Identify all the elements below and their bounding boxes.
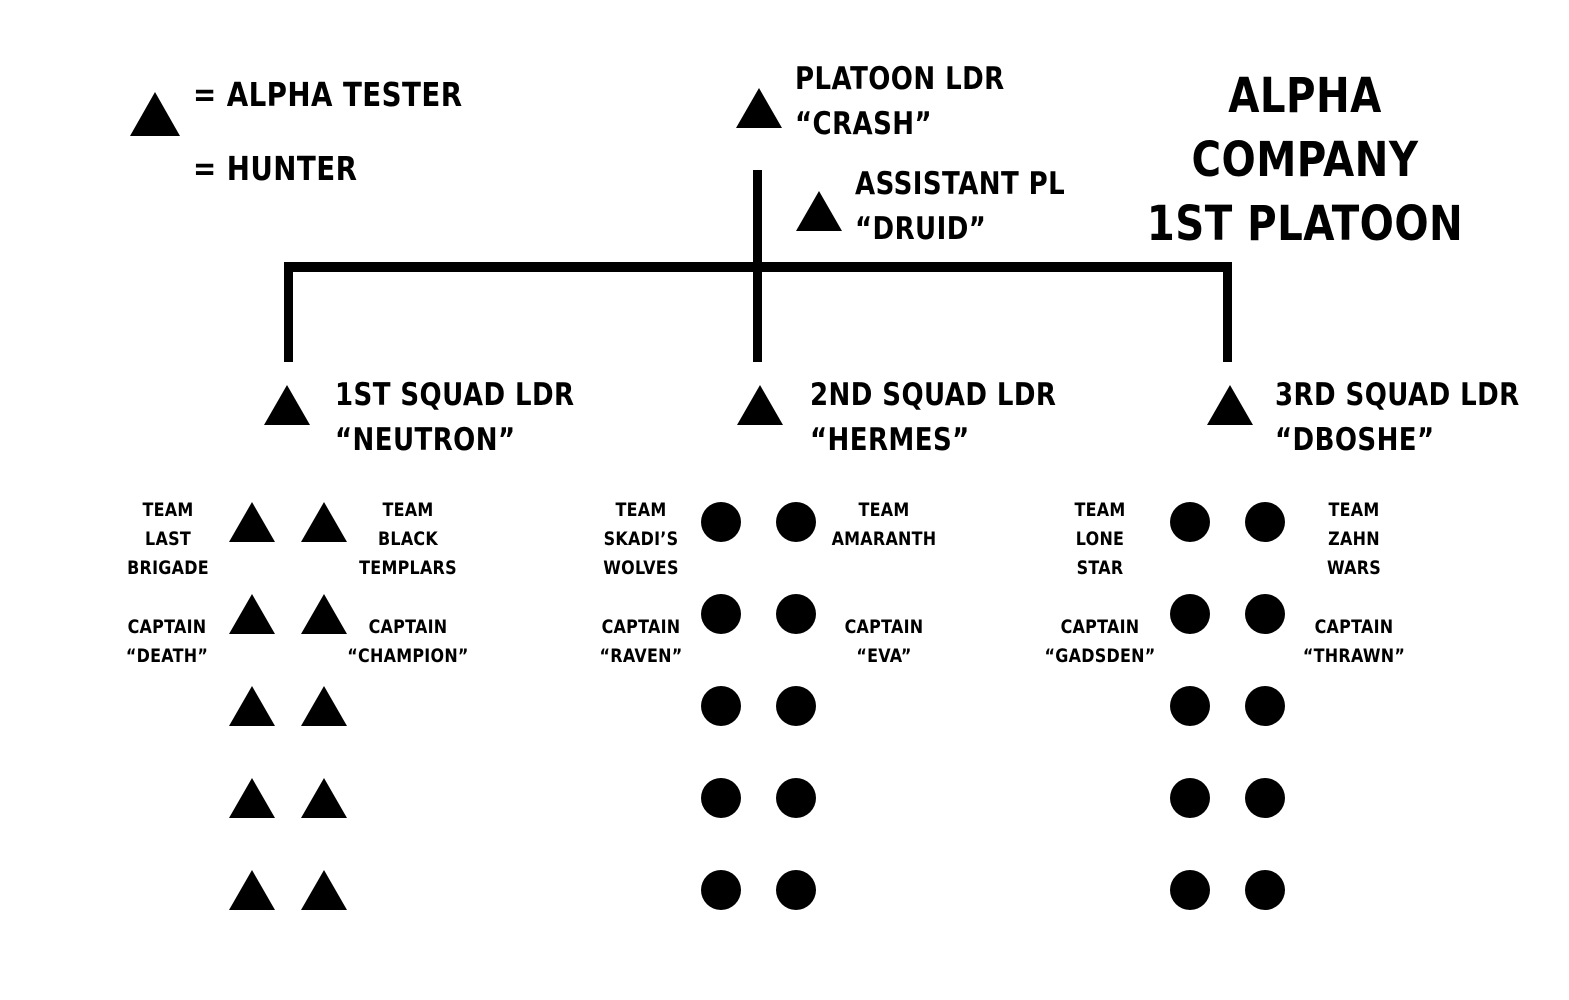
legend-label-hunter: = HUNTER	[193, 149, 358, 188]
hunter-icon	[701, 870, 741, 910]
page-title-line2: 1ST PLATOON	[1146, 196, 1464, 252]
member-row	[1170, 778, 1285, 818]
squad-1-team-right-label: TEAM BLACK TEMPLARS	[359, 499, 457, 579]
alpha-tester-icon	[796, 191, 842, 235]
alpha-tester-icon	[229, 594, 275, 634]
member-row	[701, 686, 816, 726]
alpha-tester-icon	[736, 88, 782, 132]
member-row	[1170, 870, 1285, 910]
platoon-leader-role: PLATOON LDR	[795, 61, 1005, 97]
member-row	[701, 594, 816, 634]
hunter-icon	[1245, 594, 1285, 634]
member-row	[1170, 686, 1285, 726]
member-row	[701, 502, 816, 542]
alpha-tester-icon	[301, 870, 347, 910]
alpha-tester-icon	[229, 502, 275, 542]
member-row	[229, 870, 347, 910]
connector-vertical-right	[1223, 262, 1232, 362]
squad-1-members	[229, 502, 347, 910]
squad-1-captain-left-label: CAPTAIN “DEATH”	[125, 616, 209, 667]
squad-3-captain-left-label: CAPTAIN “GADSDEN”	[1044, 616, 1156, 667]
squad-1-leader-node: 1ST SQUAD LDR “NEUTRON”	[335, 373, 574, 463]
page-title-line1: ALPHA COMPANY	[1191, 68, 1419, 188]
alpha-tester-icon	[229, 870, 275, 910]
squad-3-leader-node: 3RD SQUAD LDR “DBOSHE”	[1275, 373, 1520, 463]
hunter-icon	[1170, 778, 1210, 818]
connector-vertical-left	[284, 262, 293, 362]
hunter-icon	[776, 594, 816, 634]
hunter-icon	[776, 870, 816, 910]
platoon-leader-node: PLATOON LDR “CRASH”	[795, 57, 1005, 147]
squad-1-captain-right-label: CAPTAIN “CHAMPION”	[347, 616, 469, 667]
hunter-icon	[1170, 870, 1210, 910]
assistant-pl-callsign: “DRUID”	[855, 211, 987, 247]
squad-2-leader-callsign: “HERMES”	[810, 422, 970, 458]
alpha-tester-icon	[229, 778, 275, 818]
squad-2-leader-role: 2ND SQUAD LDR	[810, 377, 1057, 413]
alpha-tester-icon	[301, 778, 347, 818]
squad-2-team-right-label: TEAM AMARANTH	[831, 499, 937, 550]
alpha-tester-icon	[1207, 385, 1253, 429]
squad-2-captain-left-label: CAPTAIN “RAVEN”	[599, 616, 683, 667]
page-title: ALPHA COMPANY 1ST PLATOON	[1137, 64, 1473, 256]
hunter-icon	[1170, 686, 1210, 726]
member-row	[1170, 594, 1285, 634]
squad-3-leader-callsign: “DBOSHE”	[1275, 422, 1435, 458]
hunter-icon	[701, 778, 741, 818]
squad-2-leader-node: 2ND SQUAD LDR “HERMES”	[810, 373, 1056, 463]
hunter-icon	[701, 686, 741, 726]
squad-1-leader-role: 1ST SQUAD LDR	[335, 377, 575, 413]
legend-label-alpha-tester: = ALPHA TESTER	[193, 75, 463, 114]
hunter-icon	[1245, 686, 1285, 726]
connector-horizontal	[284, 262, 1232, 272]
hunter-icon	[1170, 502, 1210, 542]
squad-3-team-right-label: TEAM ZAHN WARS	[1326, 499, 1382, 579]
squad-3-team-left-label: TEAM LONE STAR	[1074, 499, 1126, 579]
hunter-icon	[701, 502, 741, 542]
member-row	[701, 778, 816, 818]
squad-1-team-left-label: TEAM LAST BRIGADE	[127, 499, 209, 579]
hunter-icon	[1245, 778, 1285, 818]
alpha-tester-icon	[737, 385, 783, 429]
alpha-tester-icon	[301, 502, 347, 542]
assistant-pl-node: ASSISTANT PL “DRUID”	[855, 162, 1065, 252]
alpha-tester-icon	[229, 686, 275, 726]
member-row	[229, 502, 347, 542]
hunter-icon	[1245, 870, 1285, 910]
hunter-icon	[776, 778, 816, 818]
squad-2-team-left-label: TEAM SKADI’S WOLVES	[603, 499, 679, 579]
assistant-pl-role: ASSISTANT PL	[855, 166, 1066, 202]
alpha-tester-icon	[130, 73, 180, 136]
platoon-leader-callsign: “CRASH”	[795, 106, 933, 142]
squad-3-captain-right-label: CAPTAIN “THRAWN”	[1302, 616, 1406, 667]
squad-1-leader-callsign: “NEUTRON”	[335, 422, 516, 458]
squad-2-members	[701, 502, 816, 910]
hunter-icon	[701, 594, 741, 634]
member-row	[701, 870, 816, 910]
alpha-tester-icon	[301, 686, 347, 726]
squad-3-leader-role: 3RD SQUAD LDR	[1275, 377, 1520, 413]
hunter-icon	[776, 686, 816, 726]
member-row	[1170, 502, 1285, 542]
member-row	[229, 686, 347, 726]
alpha-tester-icon	[264, 385, 310, 429]
hunter-icon	[1245, 502, 1285, 542]
squad-3-members	[1170, 502, 1285, 910]
alpha-tester-icon	[301, 594, 347, 634]
member-row	[229, 778, 347, 818]
member-row	[229, 594, 347, 634]
hunter-icon	[1170, 594, 1210, 634]
hunter-icon	[776, 502, 816, 542]
squad-2-captain-right-label: CAPTAIN “EVA”	[844, 616, 924, 667]
